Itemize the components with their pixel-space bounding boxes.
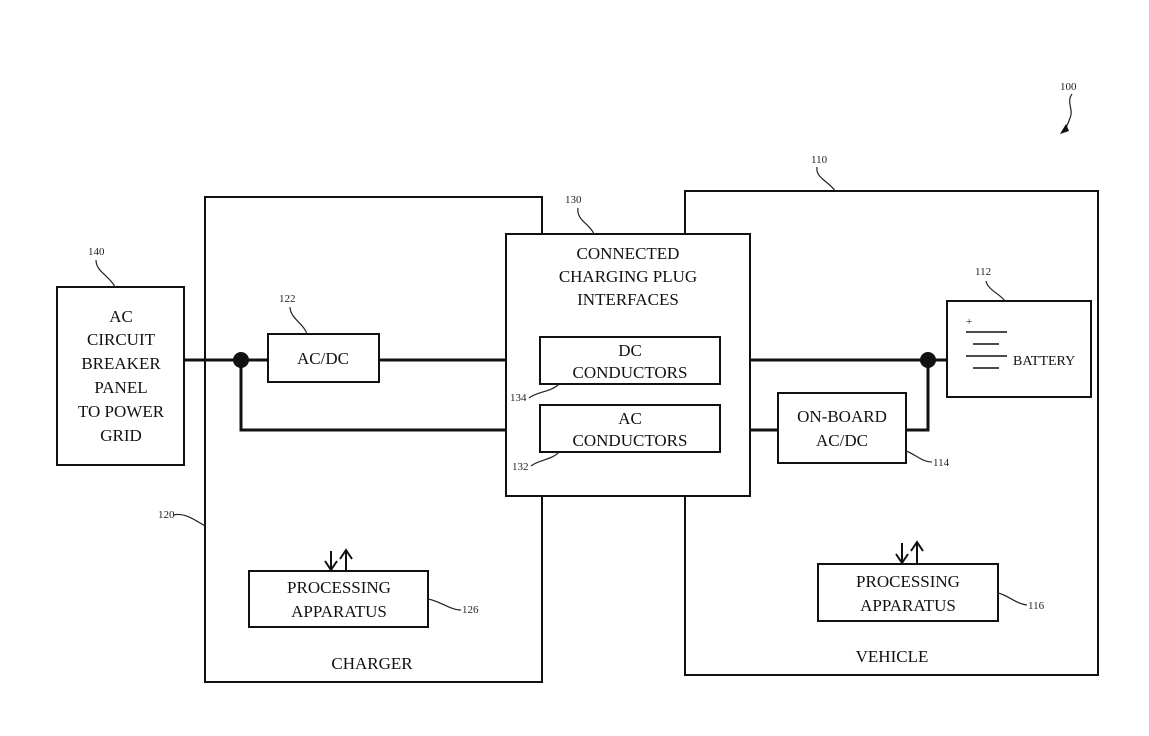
charger-acdc-ref-leader [289, 306, 308, 335]
grid-panel-ref-leader [95, 259, 116, 288]
charger-acdc-label: AC/DC [297, 349, 349, 368]
grid-panel-line-4: PANEL [94, 378, 147, 397]
grid-panel-line-5: TO POWER [78, 402, 165, 421]
dc-conductors-line-1: DC [618, 341, 642, 360]
charger-acdc-ref: 122 [279, 293, 296, 305]
onboard-acdc-line-1: ON-BOARD [797, 407, 887, 426]
vehicle-processing-ref: 116 [1028, 600, 1045, 612]
charger-ref: 120 [158, 509, 175, 521]
grid-panel-line-3: BREAKER [81, 354, 161, 373]
onboard-acdc-block [777, 392, 907, 464]
charger-junction-node [233, 352, 249, 368]
plug-interfaces-ref: 130 [565, 194, 582, 206]
battery-block [946, 300, 1092, 398]
plug-interfaces-line-3: INTERFACES [577, 290, 679, 309]
wire-ac-branch [239, 360, 540, 432]
wire-onboard-to-battery-node [906, 360, 930, 432]
vehicle-ref: 110 [811, 154, 828, 166]
charger-processing-line-1: PROCESSING [287, 578, 391, 597]
dc-conductors-line-2: CONDUCTORS [573, 363, 688, 382]
vehicle-processing-line-1: PROCESSING [856, 572, 960, 591]
ac-conductors-block [539, 404, 721, 453]
figure-ref-arrow-icon [1060, 124, 1069, 134]
vehicle-title: VEHICLE [856, 647, 929, 666]
charger-title: CHARGER [331, 654, 413, 673]
dc-conductors-ref: 134 [510, 392, 527, 404]
charger-processing-ref-leader [427, 598, 462, 611]
grid-panel-line-6: GRID [100, 426, 142, 445]
grid-panel-line-1: AC [109, 307, 133, 326]
ac-conductors-ref: 132 [512, 461, 529, 473]
charger-processing-line-2: APPARATUS [291, 602, 387, 621]
charger-acdc-block [267, 333, 380, 383]
battery-symbol-icon: + [966, 316, 1007, 369]
figure-ref-100: 100 [1060, 81, 1077, 93]
plug-interfaces-ref-leader [577, 207, 595, 235]
ac-conductors-line-1: AC [618, 409, 642, 428]
dc-conductors-block [539, 336, 721, 385]
battery-plus-sign: + [966, 316, 972, 328]
charger-processing-block [248, 570, 429, 628]
vehicle-processing-line-2: APPARATUS [860, 596, 956, 615]
vehicle-processing-ref-leader [997, 592, 1028, 606]
onboard-acdc-ref: 114 [933, 457, 950, 469]
ac-conductors-ref-leader [530, 451, 560, 467]
vehicle-ref-leader [816, 166, 836, 192]
battery-ref: 112 [975, 266, 991, 278]
ac-conductors-line-2: CONDUCTORS [573, 431, 688, 450]
grid-panel-line-2: CIRCUIT [87, 330, 156, 349]
battery-label: BATTERY [1013, 354, 1075, 369]
grid-panel-ref: 140 [88, 246, 105, 258]
grid-panel-block [56, 286, 185, 466]
vehicle-junction-node [920, 352, 936, 368]
charger-ref-leader [173, 513, 206, 527]
charger-data-arrows-icon [324, 548, 353, 572]
charger-processing-ref: 126 [462, 604, 479, 616]
plug-interfaces-line-1: CONNECTED [577, 244, 680, 263]
onboard-acdc-ref-leader [905, 450, 933, 463]
vehicle-processing-block [817, 563, 999, 622]
plug-interfaces-line-2: CHARGING PLUG [559, 267, 697, 286]
vehicle-data-arrows-icon [895, 540, 924, 565]
onboard-acdc-line-2: AC/DC [816, 431, 868, 450]
battery-ref-leader [985, 280, 1006, 302]
dc-conductors-ref-leader [528, 384, 559, 399]
